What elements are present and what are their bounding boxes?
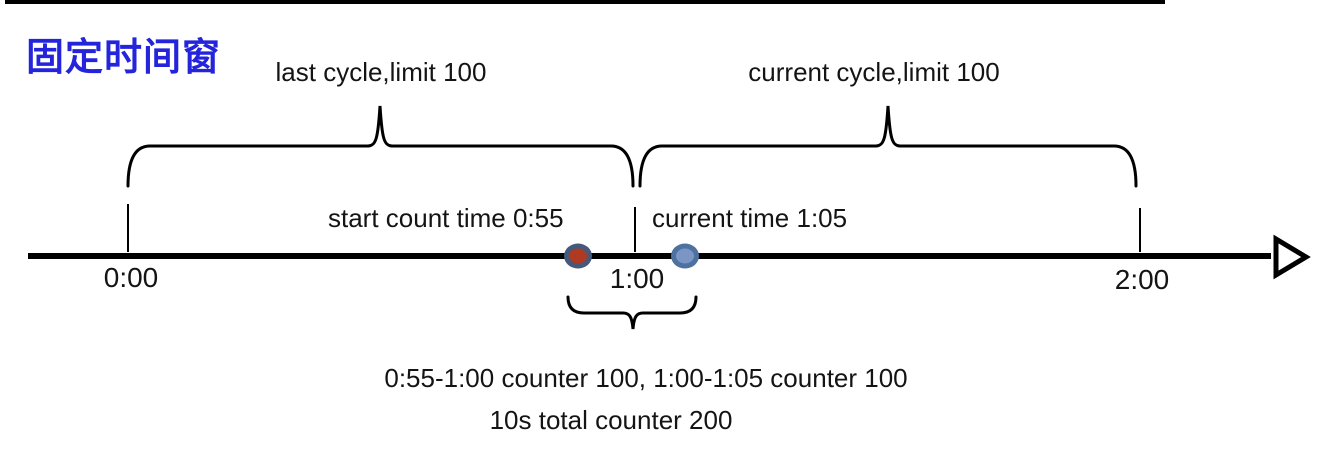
page-title: 固定时间窗 [26,37,222,79]
overlap-window-brace [566,295,698,330]
counter-summary-line2: 10s total counter 200 [489,405,733,435]
timeline-arrowhead-icon [1273,234,1311,280]
start-count-time-label: start count time 0:55 [328,203,564,233]
tick-label-2-00: 2:00 [1114,264,1170,295]
current-time-marker-dot [676,248,694,264]
counter-summary-line1: 0:55-1:00 counter 100, 1:00-1:05 counter… [384,363,908,393]
last-cycle-brace [126,105,635,188]
top-border-line [5,0,1165,4]
current-cycle-label: current cycle,limit 100 [748,57,1000,87]
tick-label-0-00: 0:00 [103,262,159,293]
start-count-marker-dot [569,248,587,264]
current-time-label: current time 1:05 [652,203,848,233]
last-cycle-label: last cycle,limit 100 [275,57,487,87]
current-cycle-brace [638,105,1138,188]
tick-label-1-00: 1:00 [609,263,665,294]
